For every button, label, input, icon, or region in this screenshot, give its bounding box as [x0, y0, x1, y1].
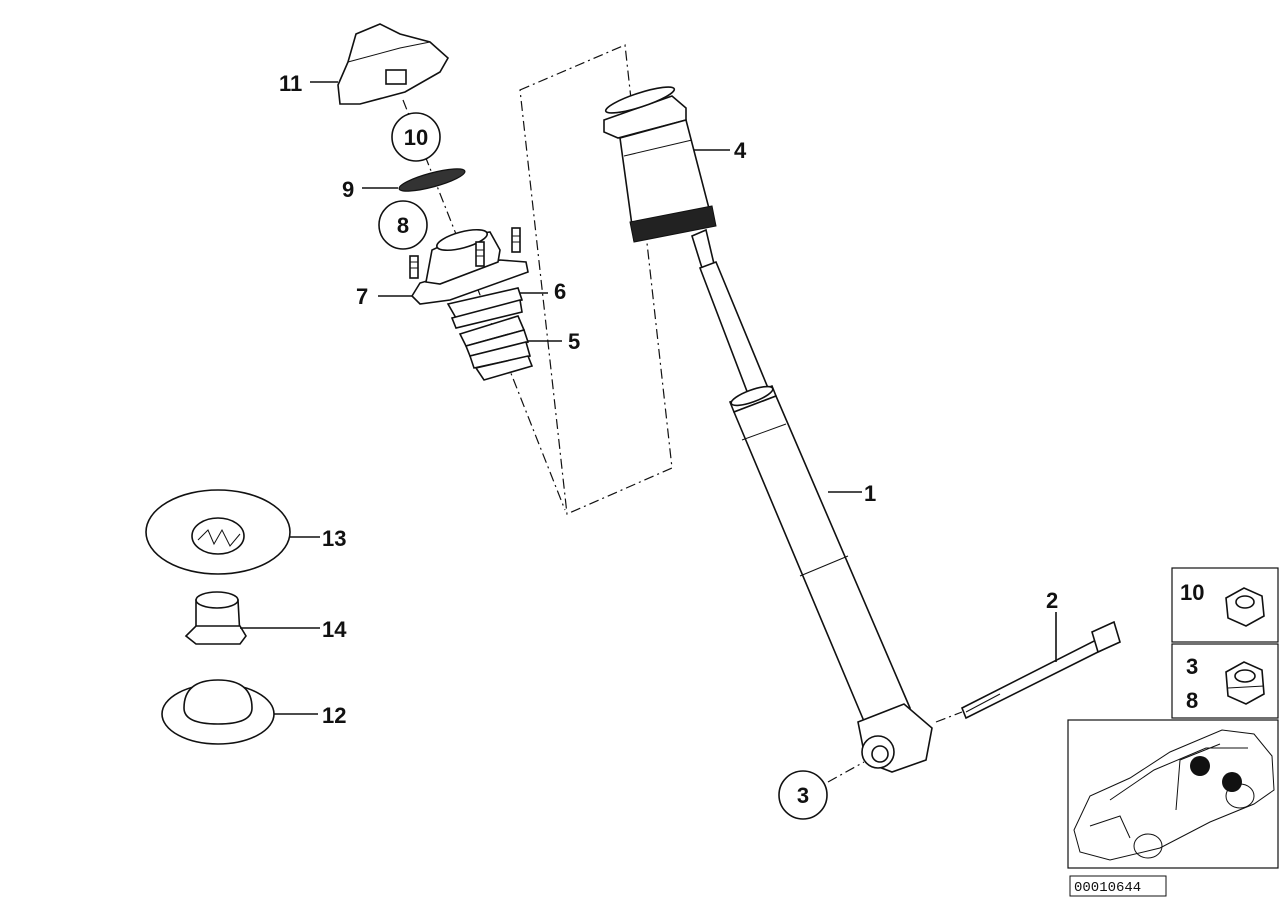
legend-10-label: 10: [1180, 580, 1204, 605]
part-11-top-mount-cover[interactable]: [337, 23, 450, 105]
car-location-inset: [1067, 719, 1279, 869]
collar-nut-icon: [1225, 661, 1265, 705]
part-4-protective-tube[interactable]: [603, 82, 717, 243]
label-14: 14: [322, 617, 347, 642]
location-marker-1: [1190, 756, 1210, 776]
circle-8: [378, 200, 428, 250]
part-9-washer[interactable]: [397, 164, 466, 195]
label-4: 4: [734, 138, 747, 163]
label-6: 6: [554, 279, 566, 304]
part-2-bolt[interactable]: [960, 620, 1121, 720]
circle-3: [778, 770, 828, 820]
label-9: 9: [342, 177, 354, 202]
label-5: 5: [568, 329, 580, 354]
legend-nut-3-8: 3 8: [1171, 643, 1279, 719]
label-2: 2: [1046, 588, 1058, 613]
bolt-axis: [935, 711, 963, 723]
part-5-bump-stop[interactable]: [458, 315, 534, 381]
label-11: 11: [279, 71, 302, 96]
location-marker-2: [1222, 772, 1242, 792]
label-1: 1: [864, 481, 876, 506]
label-3: 3: [797, 783, 809, 808]
legend-nut-10: 10: [1171, 567, 1279, 643]
part-13-plate[interactable]: [145, 489, 291, 575]
label-10: 10: [404, 125, 428, 150]
legend-3-label: 3: [1186, 654, 1198, 679]
label-7: 7: [356, 284, 368, 309]
hex-nut-icon: [1225, 587, 1265, 627]
label-12: 12: [322, 703, 346, 728]
part-14-bushing[interactable]: [184, 591, 247, 645]
label-8: 8: [397, 213, 409, 238]
label-13: 13: [322, 526, 346, 551]
reference-number: 00010644: [1074, 880, 1141, 896]
reference-number-box: 00010644: [1069, 875, 1167, 897]
part-7-support-bearing[interactable]: [409, 226, 529, 305]
part-12-cupped-washer[interactable]: [161, 679, 275, 745]
circle-10: [391, 112, 441, 162]
legend-8-label: 8: [1186, 688, 1198, 713]
part-6-ring[interactable]: [446, 287, 524, 329]
part-1-shock-absorber[interactable]: [691, 228, 933, 773]
